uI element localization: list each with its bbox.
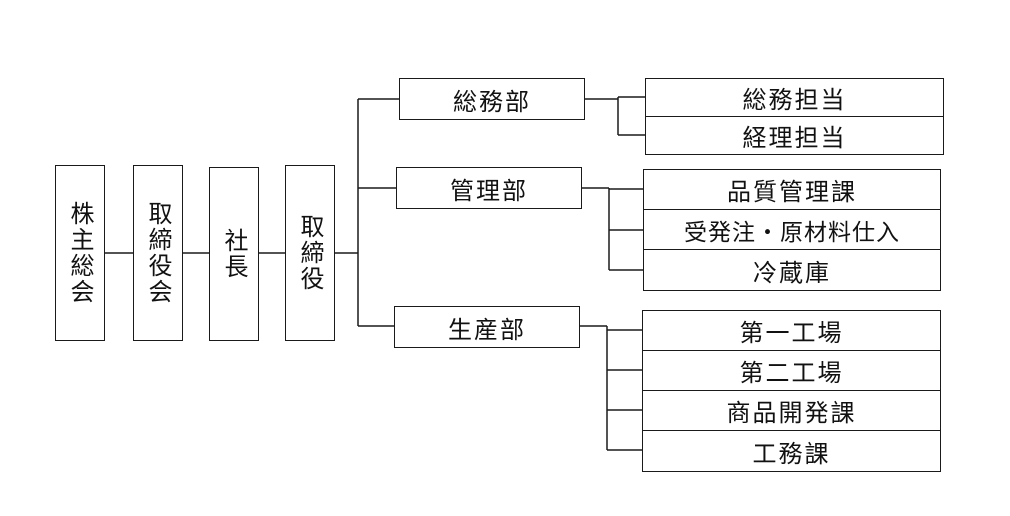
section-box: 商品開発課 (642, 390, 941, 431)
department-label: 総務部 (453, 87, 531, 116)
section-label: 第二工場 (739, 359, 844, 387)
section-box: 第一工場 (642, 310, 941, 351)
section-box: 品質管理課 (643, 169, 941, 210)
department-label: 生産部 (448, 315, 526, 344)
shareholders-meeting-box: 株主総会 (55, 165, 105, 341)
president-label: 社長 (220, 228, 248, 280)
section-label: 商品開発課 (726, 399, 857, 427)
section-label: 品質管理課 (727, 178, 857, 206)
section-box: 工務課 (642, 430, 941, 472)
department-production: 生産部 (394, 306, 580, 348)
section-box: 総務担当 (645, 78, 944, 117)
section-box: 第二工場 (642, 350, 941, 391)
section-box: 冷蔵庫 (643, 249, 941, 291)
board-of-directors-label: 取締役会 (144, 201, 172, 305)
department-management: 管理部 (396, 167, 582, 209)
president-box: 社長 (209, 167, 259, 341)
department-label: 管理部 (450, 176, 528, 205)
section-label: 受発注・原材料仕入 (684, 219, 900, 246)
section-label: 第一工場 (739, 319, 844, 347)
section-box: 経理担当 (645, 116, 944, 155)
shareholders-meeting-label: 株主総会 (66, 201, 94, 305)
director-box: 取締役 (285, 165, 335, 341)
director-label: 取締役 (296, 214, 324, 292)
section-label: 総務担当 (742, 86, 847, 114)
board-of-directors-box: 取締役会 (133, 165, 183, 341)
section-label: 工務課 (752, 439, 831, 468)
section-label: 冷蔵庫 (753, 258, 831, 287)
section-label: 経理担当 (742, 124, 847, 152)
section-box: 受発注・原材料仕入 (643, 209, 941, 250)
department-general-affairs: 総務部 (399, 78, 585, 120)
